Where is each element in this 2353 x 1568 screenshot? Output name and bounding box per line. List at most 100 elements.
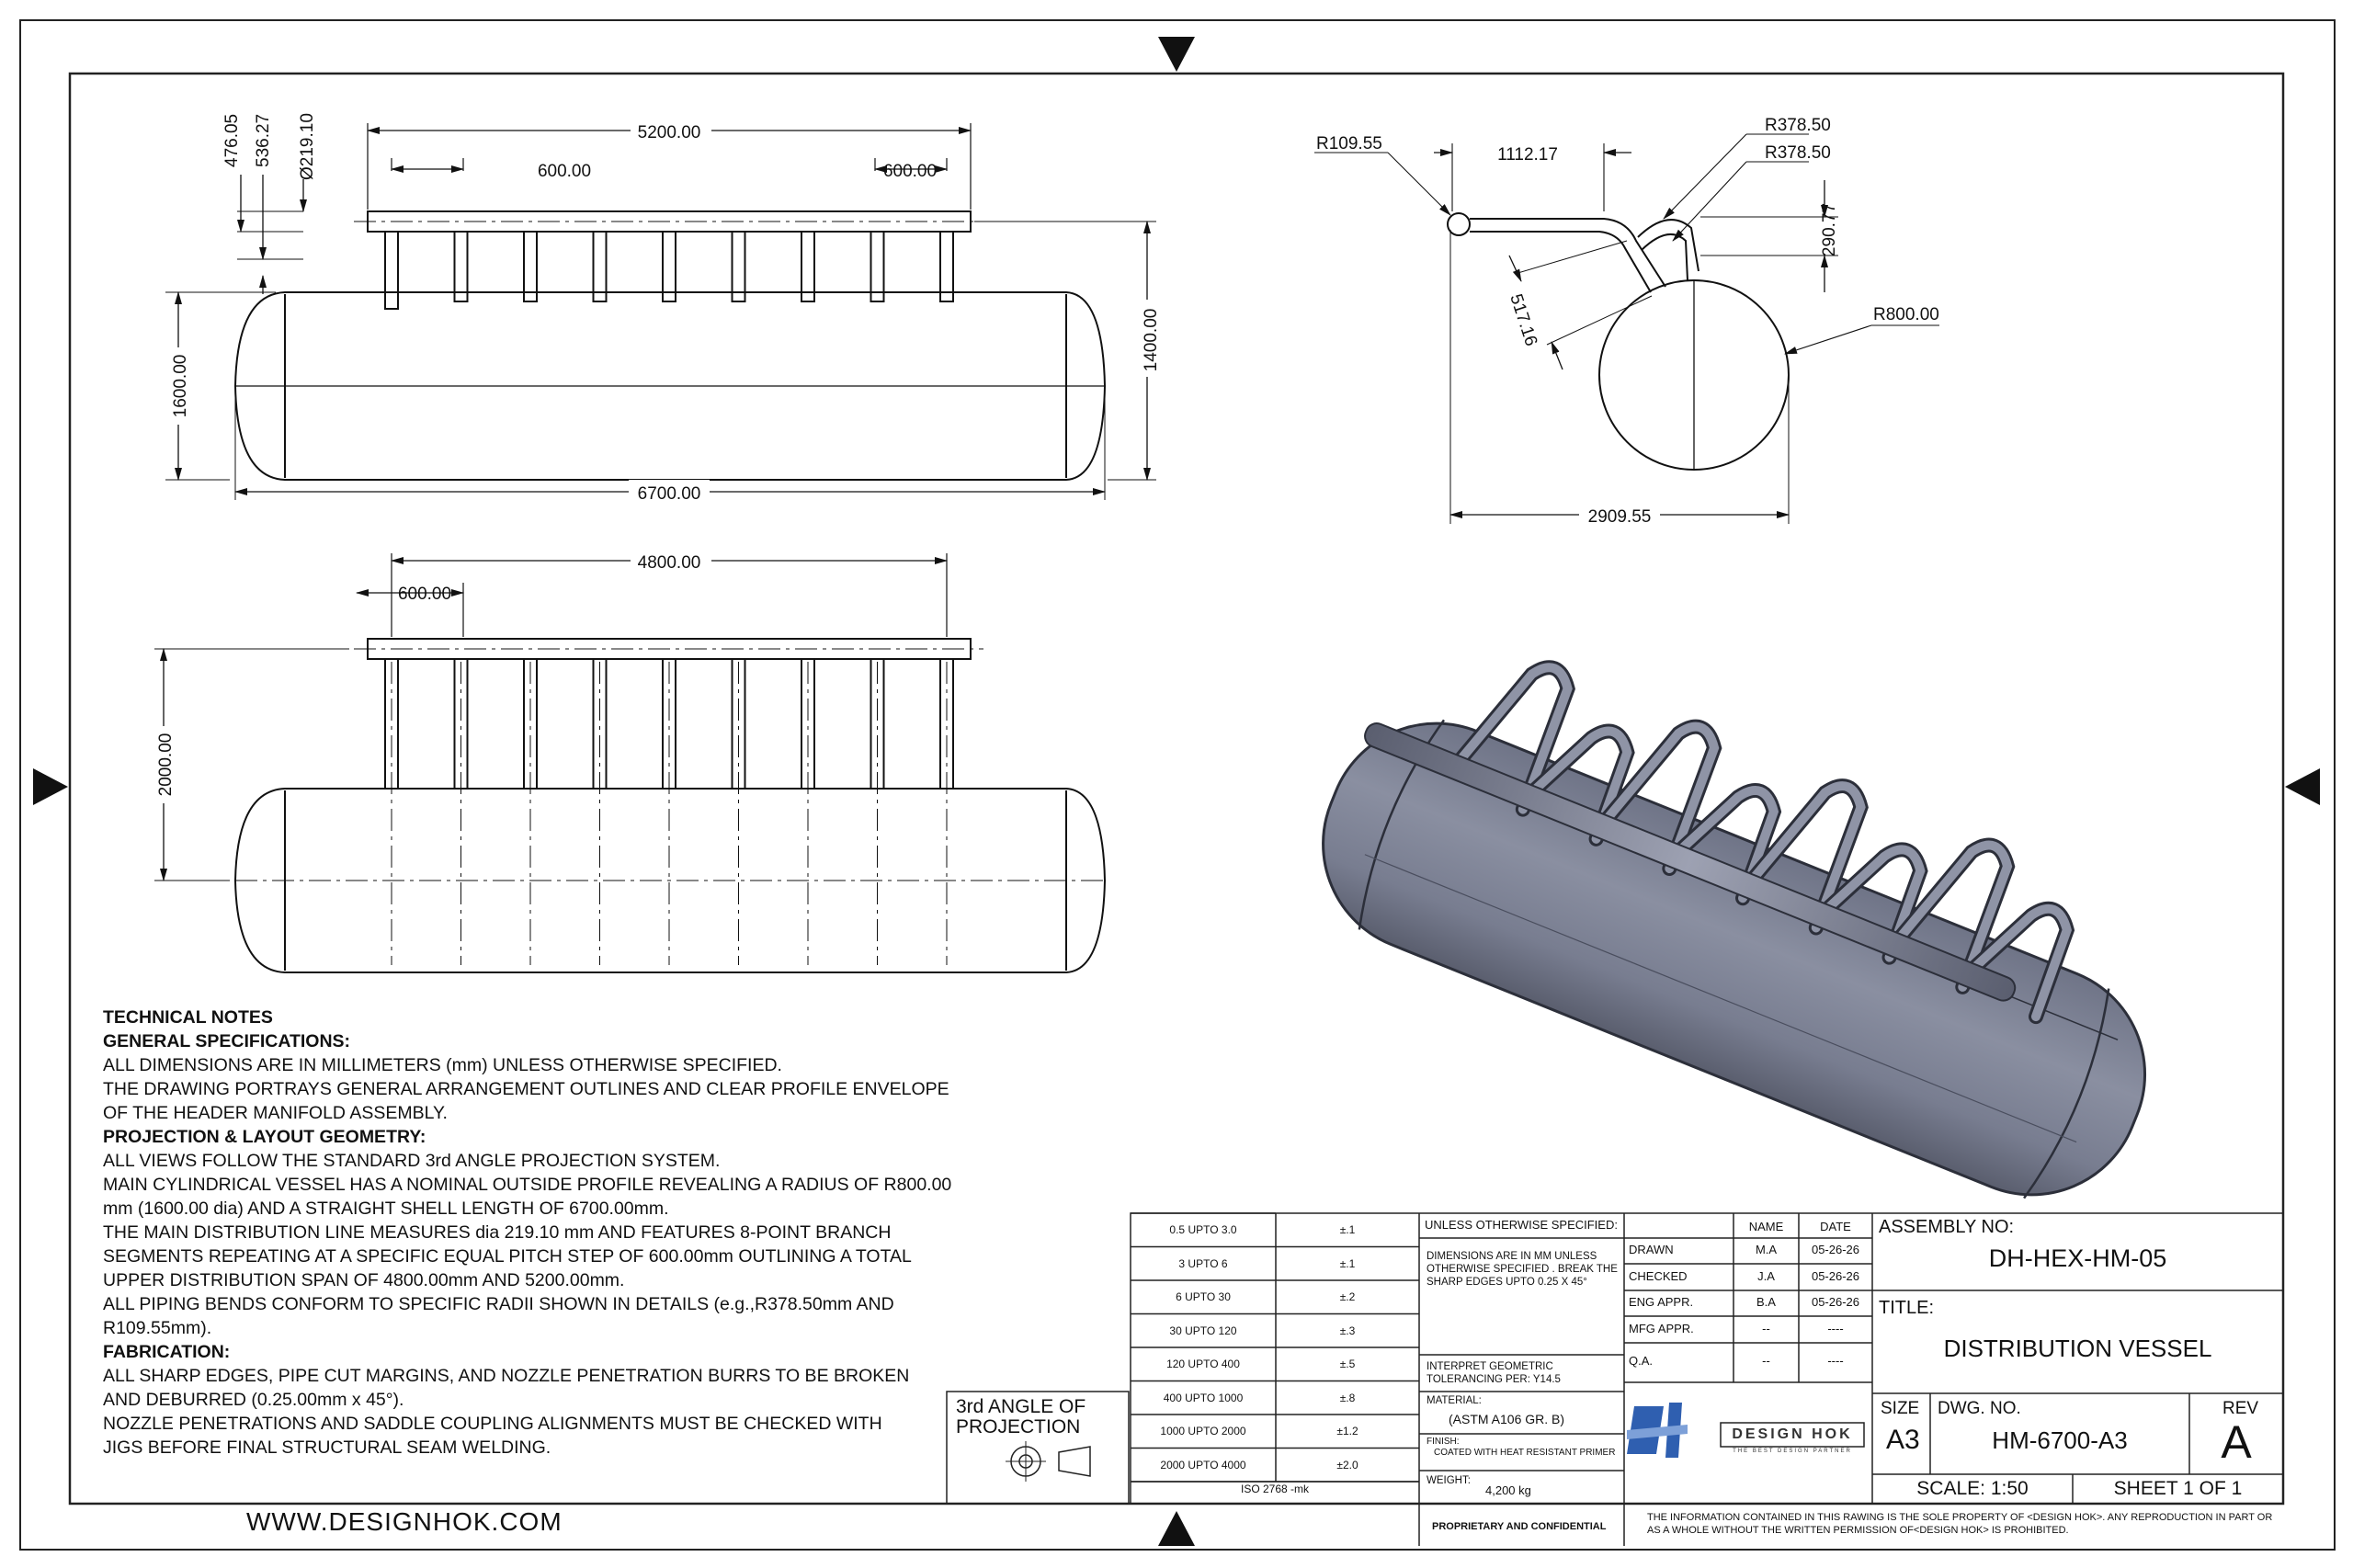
approval-name: B.A xyxy=(1756,1295,1776,1309)
branch-loop-highlight xyxy=(1816,845,1926,962)
logo-name: DESIGN HOK xyxy=(1732,1426,1853,1442)
title-label: TITLE: xyxy=(1879,1298,1935,1318)
scale: SCALE: 1:50 xyxy=(1916,1478,2029,1499)
branch-loop-highlight xyxy=(1744,781,1866,933)
approval-date: ---- xyxy=(1827,1322,1844,1335)
branch-loop-highlight xyxy=(1890,840,2013,992)
branch-pipe xyxy=(870,231,885,302)
projection-note-2: MAIN CYLINDRICAL VESSEL HAS A NOMINAL OU… xyxy=(103,1175,952,1219)
projection-heading: PROJECTION & LAYOUT GEOMETRY: xyxy=(103,1127,426,1147)
branch-loop-highlight xyxy=(1450,663,1573,814)
dims-spec: DIMENSIONS ARE IN MM UNLESS OTHERWISE SP… xyxy=(1427,1251,1618,1288)
dim-side-vertical: 290.77 xyxy=(1820,203,1839,256)
dwg-label: DWG. NO. xyxy=(1938,1399,2021,1418)
technical-notes: TECHNICAL NOTES GENERAL SPECIFICATIONS: … xyxy=(103,1006,985,1460)
design-hok-logo xyxy=(1627,1403,1865,1458)
branch-pipe xyxy=(801,231,815,302)
dim-top-overall: 4800.00 xyxy=(638,553,701,573)
approval-role: ENG APPR. xyxy=(1629,1295,1694,1309)
branch-loop-highlight xyxy=(1523,726,1632,844)
approval-role: MFG APPR. xyxy=(1629,1322,1694,1335)
isometric-render xyxy=(1322,660,2147,1199)
assembly-number: DH-HEX-HM-05 xyxy=(1988,1244,2167,1272)
branch-pipe xyxy=(939,231,954,302)
side-view xyxy=(1314,133,1939,524)
tolerance-range: 30 UPTO 120 xyxy=(1169,1324,1237,1337)
unless-specified: UNLESS OTHERWISE SPECIFIED: xyxy=(1425,1218,1618,1232)
general-note-1: ALL DIMENSIONS ARE IN MILLIMETERS (mm) U… xyxy=(103,1055,782,1075)
size-label: SIZE xyxy=(1881,1399,1920,1418)
finish-label: FINISH: xyxy=(1427,1437,1460,1447)
dim-front-diameter: 1600.00 xyxy=(171,355,190,418)
drawing-title: DISTRIBUTION VESSEL xyxy=(1943,1335,2212,1362)
website: WWW.DESIGNHOK.COM xyxy=(246,1507,563,1536)
fabrication-heading: FABRICATION: xyxy=(103,1342,231,1362)
dim-front-pitch-left: 600.00 xyxy=(538,162,591,181)
branch-pipe xyxy=(662,231,676,302)
branch-pipe xyxy=(453,231,469,302)
sheet-size: A3 xyxy=(1886,1425,1920,1455)
tolerance-value: ±.8 xyxy=(1339,1391,1356,1404)
outer-border xyxy=(19,19,2336,1551)
dim-side-diagonal: 517.16 xyxy=(1506,291,1540,348)
approval-name: -- xyxy=(1762,1354,1770,1368)
revision: A xyxy=(2221,1416,2252,1468)
material-label: MATERIAL: xyxy=(1427,1395,1482,1406)
approval-date: 05-26-26 xyxy=(1811,1269,1860,1283)
tolerance-range: 0.5 UPTO 3.0 xyxy=(1169,1223,1237,1236)
branch-loop-highlight xyxy=(1670,785,1779,903)
branch-loop-highlight xyxy=(1597,722,1720,874)
tolerance-range: 3 UPTO 6 xyxy=(1178,1256,1228,1270)
branch-pipe xyxy=(384,231,399,310)
fabrication-note-1: ALL SHARP EDGES, PIPE CUT MARGINS, AND N… xyxy=(103,1366,910,1410)
dim-front-height: 1400.00 xyxy=(1142,309,1161,372)
title-block-lines xyxy=(946,1212,2284,1546)
projection-note-3: THE MAIN DISTRIBUTION LINE MEASURES dia … xyxy=(103,1222,912,1290)
tolerance-value: ±2.0 xyxy=(1336,1458,1358,1471)
dimension-labels: 5200.00 600.00 600.00 476.05 536.27 Ø219… xyxy=(154,113,1939,803)
dim-front-d2: 536.27 xyxy=(254,114,273,167)
projection-note-1: ALL VIEWS FOLLOW THE STANDARD 3rd ANGLE … xyxy=(103,1151,721,1171)
tolerance-range: 1000 UPTO 2000 xyxy=(1160,1425,1246,1437)
dim-front-d1: 476.05 xyxy=(222,114,242,167)
notes-title: TECHNICAL NOTES xyxy=(103,1007,273,1028)
approval-role: CHECKED xyxy=(1629,1269,1688,1283)
branch-pipe xyxy=(592,231,608,302)
projection-label: 3rd ANGLE OF PROJECTION xyxy=(956,1396,1086,1437)
proprietary-notice: THE INFORMATION CONTAINED IN THIS RAWING… xyxy=(1647,1512,2273,1536)
projection-note-4: ALL PIPING BENDS CONFORM TO SPECIFIC RAD… xyxy=(103,1294,894,1338)
dim-side-r-bend-2: R378.50 xyxy=(1765,143,1831,163)
dim-side-r-bend-1: R378.50 xyxy=(1765,116,1831,135)
material-value: (ASTM A106 GR. B) xyxy=(1449,1412,1565,1426)
general-heading: GENERAL SPECIFICATIONS: xyxy=(103,1031,351,1051)
approval-name: J.A xyxy=(1757,1269,1775,1283)
interpret-spec: INTERPRET GEOMETRIC TOLERANCING PER: Y14… xyxy=(1427,1361,1561,1385)
branch-loop-highlight xyxy=(1963,903,2072,1022)
iso-standard: ISO 2768 -mk xyxy=(1240,1483,1310,1495)
finish-value: COATED WITH HEAT RESISTANT PRIMER xyxy=(1434,1448,1616,1458)
tolerance-value: ±.1 xyxy=(1339,1256,1356,1270)
logo-tagline: THE BEST DESIGN PARTNER xyxy=(1733,1449,1852,1454)
center-mark-bottom xyxy=(1158,1511,1195,1546)
dwg-number: HM-6700-A3 xyxy=(1992,1426,2128,1454)
approval-date: ---- xyxy=(1827,1354,1844,1368)
dim-front-pitch-right: 600.00 xyxy=(883,162,937,181)
tolerance-range: 2000 UPTO 4000 xyxy=(1160,1458,1246,1471)
tolerance-value: ±1.2 xyxy=(1336,1425,1358,1437)
fabrication-note-2: NOZZLE PENETRATIONS AND SADDLE COUPLING … xyxy=(103,1414,882,1458)
weight-label: WEIGHT: xyxy=(1427,1475,1471,1486)
name-header: NAME xyxy=(1748,1220,1784,1233)
tolerance-value: ±.3 xyxy=(1339,1324,1356,1337)
dim-side-r-shell: R800.00 xyxy=(1873,305,1939,324)
dim-front-length: 6700.00 xyxy=(638,484,701,504)
dim-side-width: 2909.55 xyxy=(1588,507,1652,527)
dim-front-overall: 5200.00 xyxy=(638,123,701,142)
dim-side-offset: 1112.17 xyxy=(1497,145,1558,165)
approval-date: 05-26-26 xyxy=(1811,1295,1860,1309)
branch-pipe xyxy=(731,231,746,302)
tolerance-range: 400 UPTO 1000 xyxy=(1163,1391,1244,1404)
top-view xyxy=(154,553,1107,973)
approval-role: Q.A. xyxy=(1629,1354,1654,1368)
center-mark-left xyxy=(33,768,68,805)
